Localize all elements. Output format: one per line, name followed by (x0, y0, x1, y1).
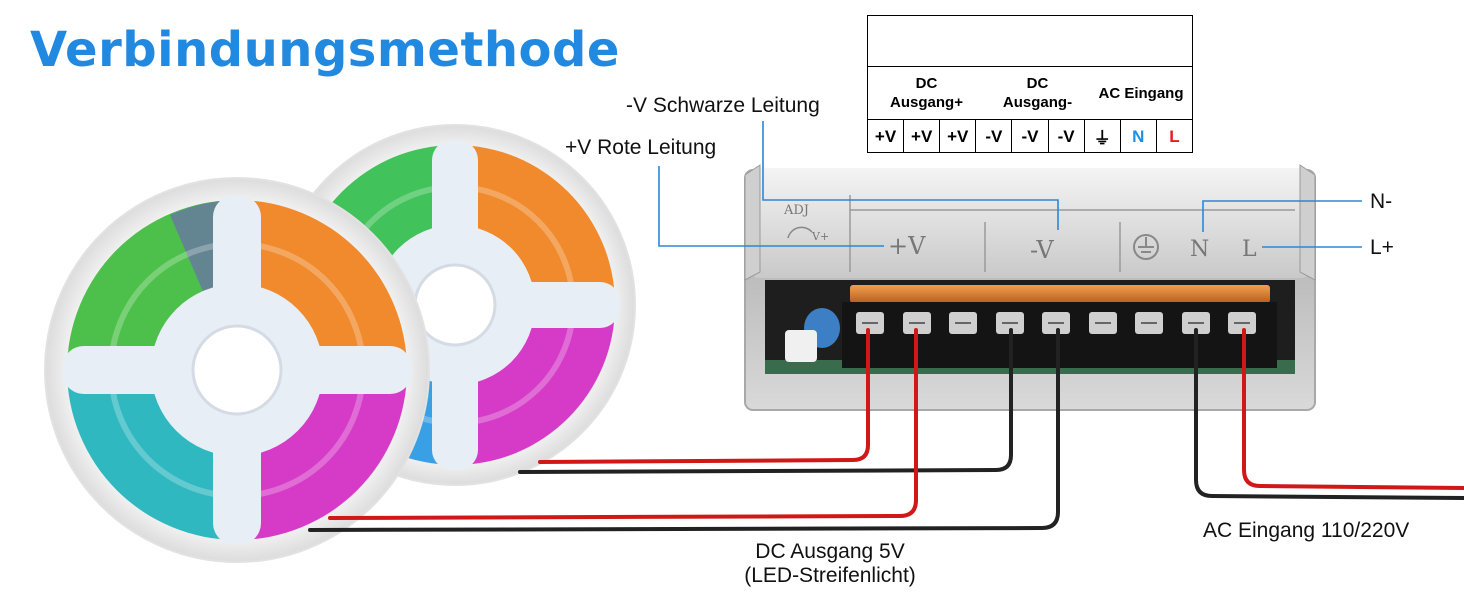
terminal-screw (1182, 312, 1210, 334)
table-group-row: DC Ausgang+ DC Ausgang- AC Eingang (868, 67, 1192, 120)
terminal-screw (1135, 312, 1163, 334)
terminal-cell-l: L (1155, 120, 1192, 153)
red-wire-top (538, 328, 870, 464)
terminal-screw (996, 312, 1024, 334)
label-ac-input: AC Eingang 110/220V (1203, 519, 1410, 542)
terminal-cell-plus-v: +V (874, 126, 897, 146)
ground-terminal-icon: ⏚ (1083, 120, 1120, 153)
group-line2: Ausgang+ (890, 94, 963, 111)
table-header-blank (868, 16, 1192, 67)
group-line1: DC (915, 75, 938, 92)
callout-minus-v (762, 121, 1059, 230)
black-wire-n (1194, 328, 1464, 500)
ac-input-wires (1194, 328, 1464, 500)
power-supply-unit: ADJ V+ +V -V N L (744, 164, 1316, 411)
l-marking: L (1242, 237, 1257, 262)
terminal-cell-minus-v: -V (1047, 120, 1084, 153)
terminal-screw (856, 312, 884, 334)
terminal-screw (1042, 312, 1070, 334)
terminal-screw (1228, 312, 1256, 334)
page-title: Verbindungsmethode (30, 22, 620, 78)
label-dc-output-line2: (LED-Streifenlicht) (744, 564, 916, 587)
v-plus-marking: V+ (811, 230, 829, 243)
callout-plus-v (658, 166, 884, 247)
adj-marking: ADJ (783, 203, 809, 218)
group-line2: Ausgang- (1002, 94, 1073, 111)
red-wire-l (1242, 328, 1464, 490)
label-dc-output-line1: DC Ausgang 5V (755, 540, 905, 563)
callout-lines (658, 121, 1362, 248)
label-plus-v-red-wire: +V Rote Leitung (565, 136, 717, 159)
terminal-cell-plus-v: +V (939, 120, 975, 153)
label-l-plus: L+ (1370, 236, 1394, 259)
group-line1: DC (1026, 75, 1049, 92)
group-dc-output-minus: DC Ausgang- (985, 67, 1090, 119)
n-marking: N (1190, 237, 1209, 262)
terminal-cell-plus-v: +V (903, 120, 939, 153)
label-dc-output: DC Ausgang 5V (LED-Streifenlicht) (700, 540, 960, 588)
plus-v-marking: +V (888, 232, 926, 260)
terminal-screw (949, 312, 977, 334)
label-n-minus: N- (1370, 190, 1393, 213)
table-terminal-row: +V +V +V -V -V -V ⏚ N L (868, 120, 1192, 153)
dc-output-wires (308, 328, 1060, 532)
minus-v-marking: -V (1030, 236, 1054, 264)
terminal-assignment-table: DC Ausgang+ DC Ausgang- AC Eingang +V +V +… (867, 15, 1193, 153)
callout-n (1202, 200, 1362, 232)
black-wire-bottom (308, 328, 1060, 532)
group-line1: AC Eingang (1098, 84, 1184, 102)
black-wire-top (518, 328, 1013, 474)
terminal-screw (903, 312, 931, 334)
ground-symbol-icon (1133, 234, 1159, 260)
terminal-cell-n: N (1119, 120, 1156, 153)
terminal-screw (1089, 312, 1117, 334)
red-wire-bottom (328, 328, 918, 520)
group-dc-output-plus: DC Ausgang+ (868, 67, 985, 119)
label-minus-v-black-wire: -V Schwarze Leitung (626, 94, 820, 117)
terminal-block (856, 312, 1256, 334)
terminal-cell-minus-v: -V (1011, 120, 1047, 153)
terminal-cell-minus-v: -V (975, 120, 1011, 153)
led-strip-reel-front (44, 177, 430, 563)
group-ac-input: AC Eingang (1090, 67, 1192, 119)
